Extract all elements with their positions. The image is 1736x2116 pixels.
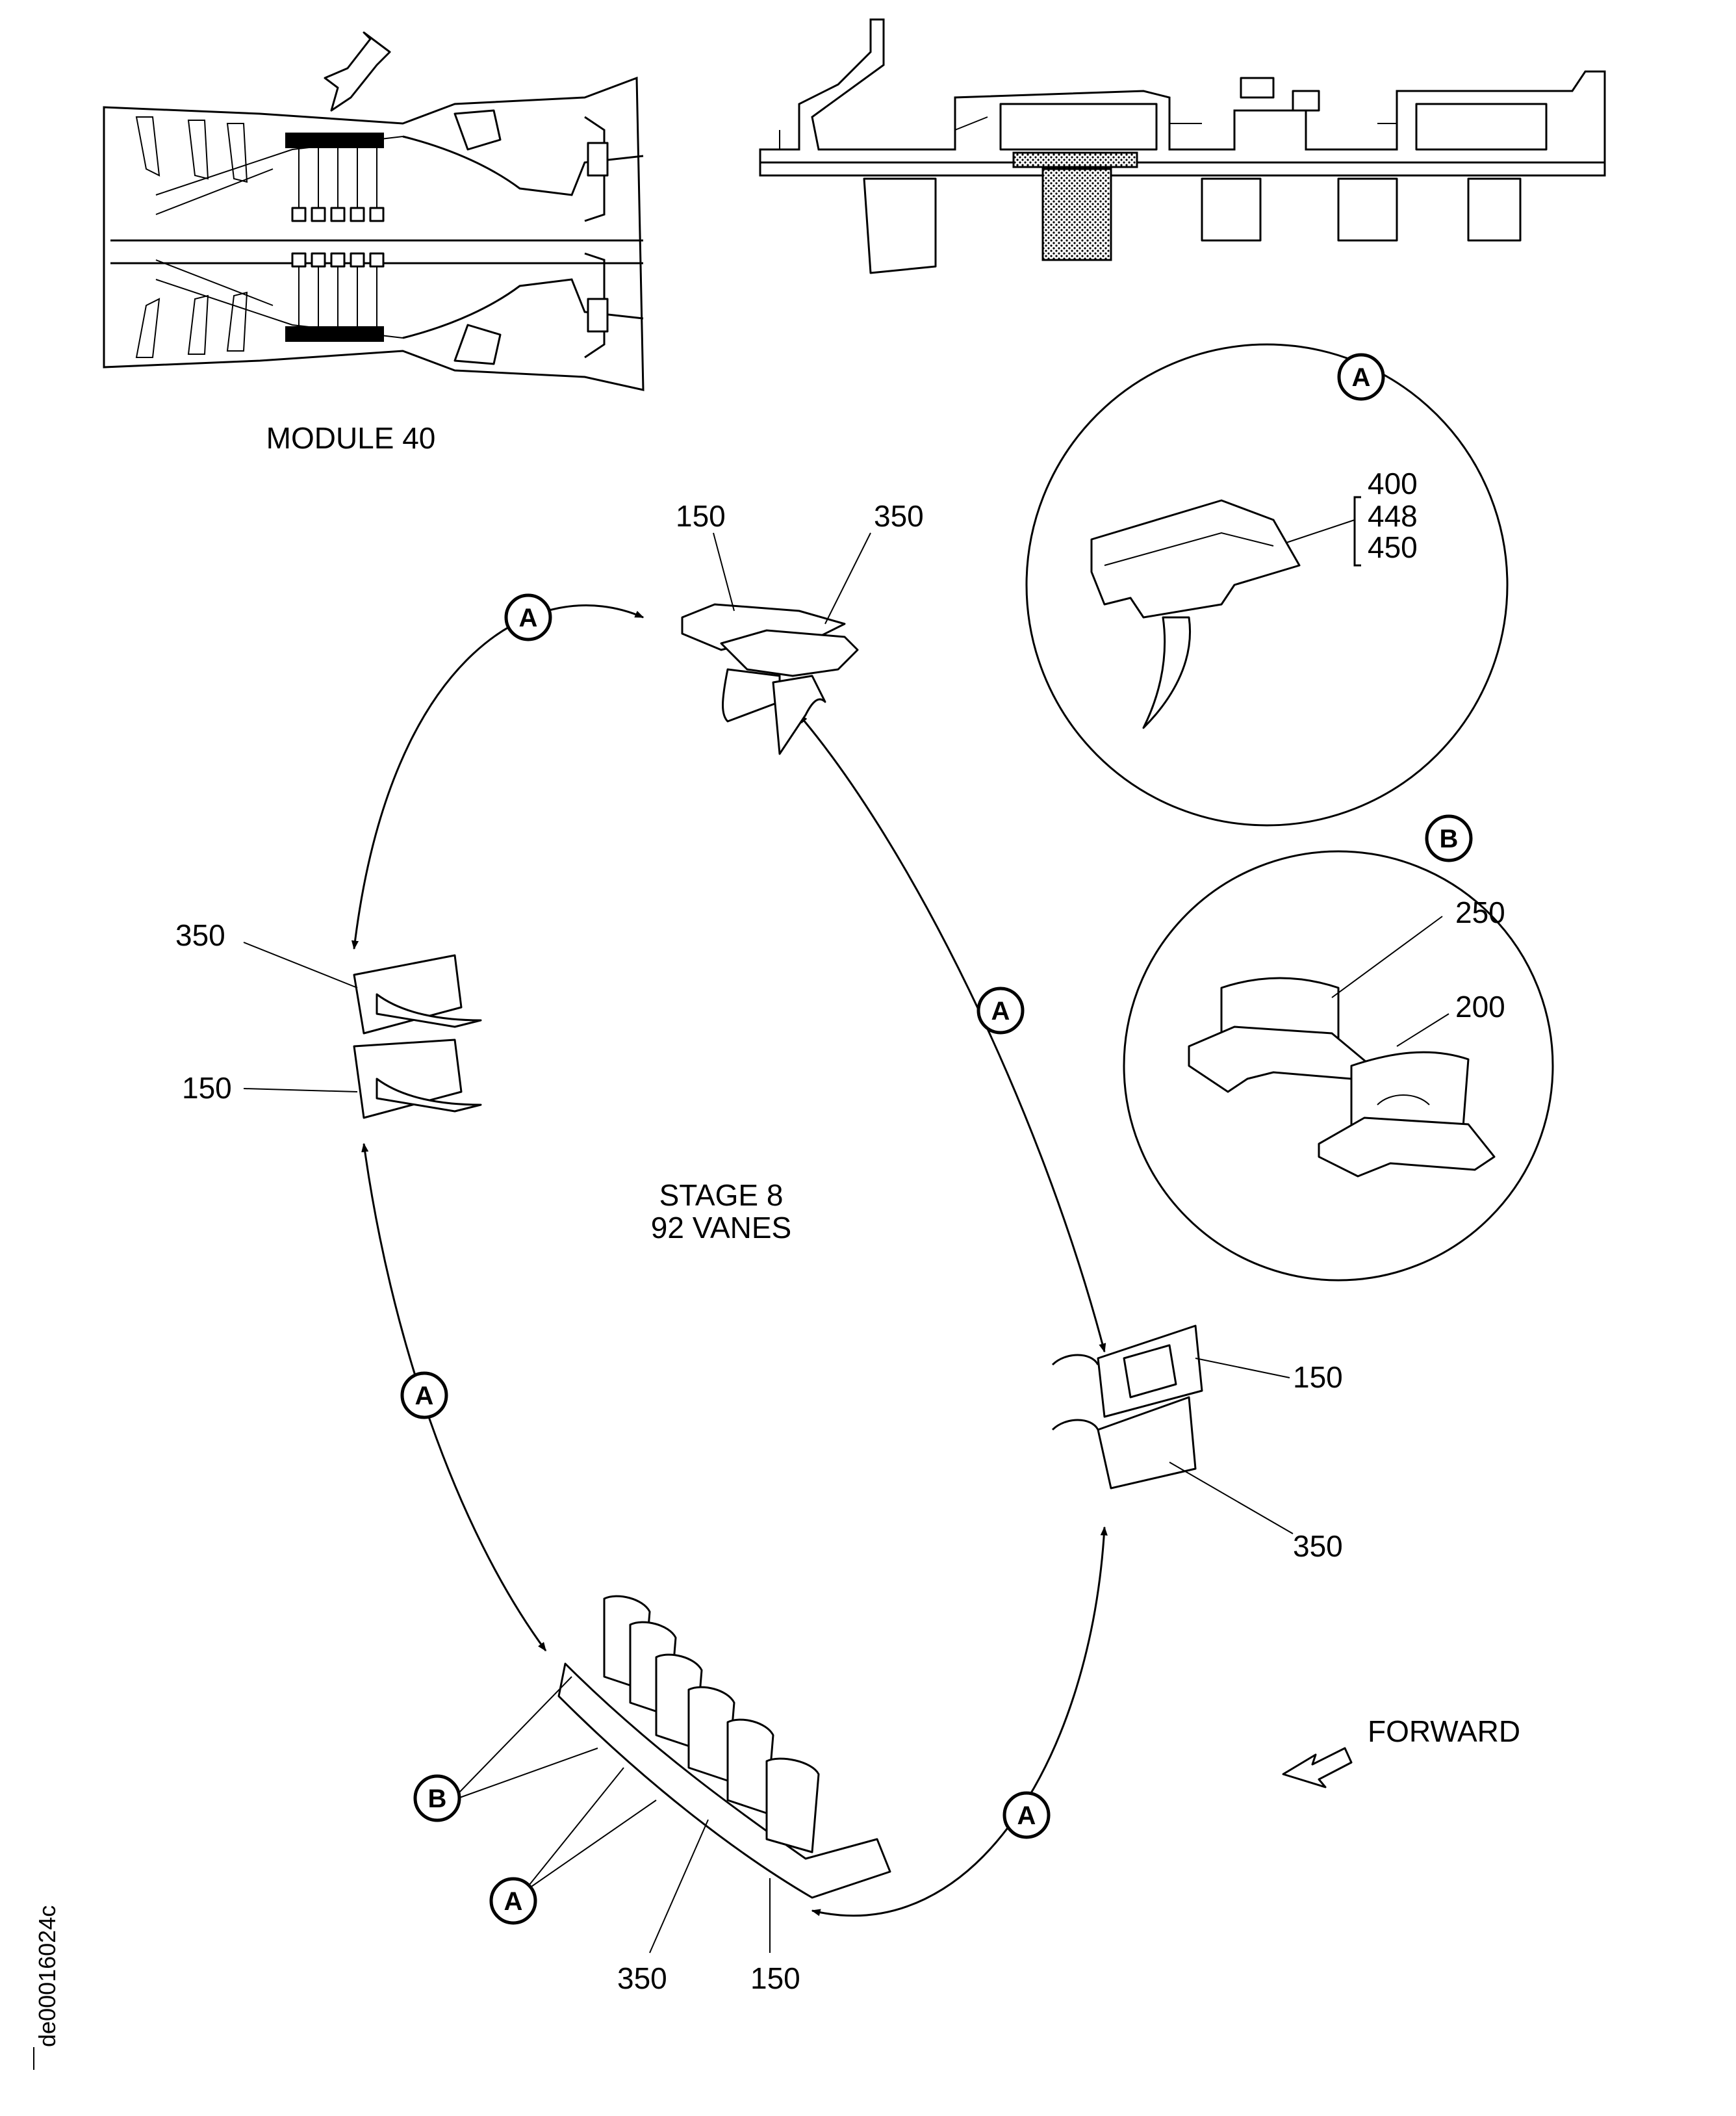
engine-cross-section [103, 31, 645, 391]
callout-350-left: 350 [175, 918, 225, 952]
detail-a-tag: A [1352, 363, 1371, 392]
detail-a-view: A 400 448 450 [1025, 343, 1509, 827]
vane-pair-top [681, 603, 859, 755]
callout-150-right: 150 [1293, 1360, 1343, 1394]
callout-350-top: 350 [874, 499, 924, 533]
detail-b-tag: B [1440, 825, 1459, 853]
detail-b-view: B 250 200 [1123, 814, 1554, 1282]
part-number-200: 200 [1455, 990, 1505, 1024]
ring-tag-b-bottom: B [428, 1785, 447, 1813]
callout-150-top: 150 [676, 499, 726, 533]
ring-tag-a-bottom: A [1017, 1801, 1036, 1830]
ring-arc-right-upper [798, 714, 1106, 1353]
stage-section-view [759, 18, 1606, 274]
part-number-250: 250 [1455, 896, 1505, 929]
ring-tag-a-bottom-left: A [504, 1887, 523, 1916]
stage-label-line2: 92 VANES [651, 1211, 791, 1245]
vane-cluster-bottom [557, 1595, 891, 1899]
callout-150-left: 150 [182, 1071, 232, 1105]
ring-arc-left-lower [361, 1142, 547, 1652]
callout-350-right: 350 [1293, 1529, 1343, 1563]
vane-pair-left [353, 954, 482, 1119]
part-number-450: 450 [1368, 530, 1418, 564]
ring-tag-a-left: A [415, 1382, 434, 1410]
callout-350-bottom: 350 [617, 1961, 667, 1995]
forward-arrow-icon [1282, 1747, 1353, 1788]
part-number-400: 400 [1368, 467, 1418, 500]
part-number-448: 448 [1368, 499, 1418, 533]
ring-arc-top-left [351, 604, 645, 950]
forward-label: FORWARD [1368, 1714, 1520, 1748]
callout-150-bottom: 150 [750, 1961, 800, 1995]
ring-tag-a-top: A [519, 604, 538, 632]
vane-pair-right [1051, 1324, 1203, 1490]
ring-tag-a-right: A [991, 997, 1010, 1026]
module-label: MODULE 40 [266, 421, 436, 455]
document-id: de00016024c [34, 1905, 60, 2047]
stage-label-line1: STAGE 8 [659, 1178, 784, 1212]
location-arrow-icon [324, 31, 391, 112]
